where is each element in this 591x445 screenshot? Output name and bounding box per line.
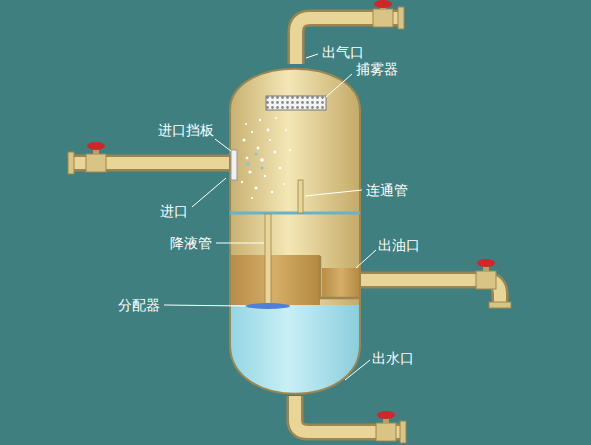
part-label: 进口挡板 [158, 121, 214, 139]
part-label: 出气口 [322, 43, 364, 61]
weir [320, 256, 360, 298]
inlet-baffle [231, 150, 237, 180]
leader-lines [164, 54, 376, 380]
part-label: 连通管 [366, 181, 408, 199]
part-label: 出水口 [372, 349, 414, 367]
droplets-liquid [246, 153, 263, 170]
equalising-pipe [298, 180, 303, 213]
part-label: 进口 [160, 202, 188, 220]
mist-eliminator [266, 96, 326, 110]
part-label: 降液管 [170, 234, 212, 252]
valves [86, 0, 496, 441]
droplets [241, 117, 291, 199]
plate [230, 212, 360, 215]
vessel-contents [225, 255, 365, 415]
downcomer [265, 214, 271, 304]
distributor [246, 303, 290, 309]
pipes [72, 18, 500, 432]
vessel-outline [230, 69, 360, 394]
part-label: 分配器 [118, 296, 160, 314]
part-label: 捕雾器 [356, 60, 398, 78]
part-label: 出油口 [378, 236, 420, 254]
flanges [68, 7, 511, 443]
